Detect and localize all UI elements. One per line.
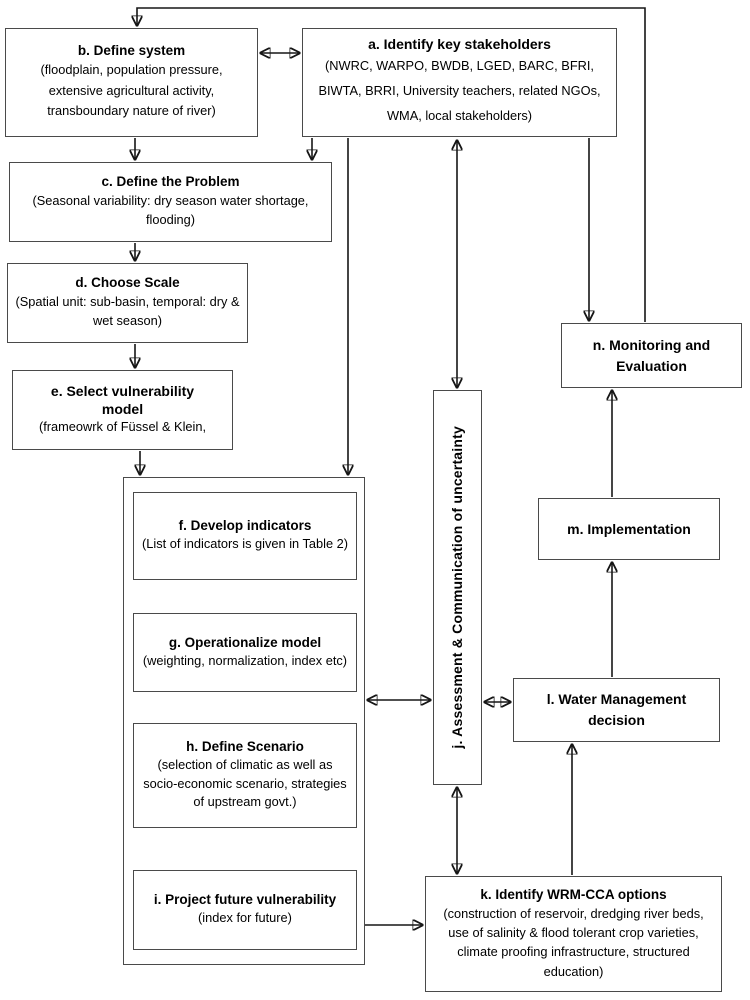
box-define-scenario: h. Define Scenario (selection of climati… [133,723,357,828]
box-choose-scale-title: d. Choose Scale [75,274,180,290]
box-operationalize-model: g. Operationalize model (weighting, norm… [133,613,357,692]
box-water-management-decision-title: l. Water Management decision [546,691,687,728]
box-select-vulnerability-model: e. Select vulnerability model (frameowrk… [12,370,233,450]
box-project-future-vulnerability: i. Project future vulnerability (index f… [133,870,357,950]
box-choose-scale: d. Choose Scale (Spatial unit: sub-basin… [7,263,248,343]
box-identify-wrm-cca-options: k. Identify WRM-CCA options (constructio… [425,876,722,992]
box-operationalize-model-body: (weighting, normalization, index etc) [142,652,348,668]
box-identify-stakeholders: a. Identify key stakeholders (NWRC, WARP… [302,28,617,137]
box-monitoring-evaluation-title: n. Monitoring and Evaluation [592,336,711,374]
box-develop-indicators-body: (List of indicators is given in Table 2) [141,536,349,552]
box-define-system-title: b. Define system [77,43,186,59]
box-uncertainty-assessment: j. Assessment & Communication of uncerta… [433,390,482,785]
box-identify-wrm-cca-options-title: k. Identify WRM-CCA options [480,887,667,903]
box-select-vulnerability-model-body: (frameowrk of Füssel & Klein, [38,419,207,435]
box-implementation: m. Implementation [538,498,720,560]
box-define-problem-body: (Seasonal variability: dry season water … [32,192,309,228]
box-define-scenario-body: (selection of climatic as well as socio-… [143,757,347,810]
box-project-future-vulnerability-title: i. Project future vulnerability [153,892,337,908]
box-water-management-decision: l. Water Management decision [513,678,720,742]
box-identify-wrm-cca-options-body: (construction of reservoir, dredging riv… [443,906,704,979]
box-identify-stakeholders-title: a. Identify key stakeholders [368,36,551,53]
box-implementation-title: m. Implementation [567,520,691,537]
box-develop-indicators-title: f. Develop indicators [178,518,312,534]
box-define-scenario-title: h. Define Scenario [186,739,304,755]
box-project-future-vulnerability-body: (index for future) [198,910,292,926]
box-choose-scale-body: (Spatial unit: sub-basin, temporal: dry … [15,293,240,329]
box-develop-indicators: f. Develop indicators (List of indicator… [133,492,357,580]
box-define-system: b. Define system (floodplain, population… [5,28,258,137]
box-uncertainty-assessment-title: j. Assessment & Communication of uncerta… [448,426,465,749]
box-monitoring-evaluation: n. Monitoring and Evaluation [561,323,742,388]
box-define-system-body: (floodplain, population pressure, extens… [40,62,223,119]
box-operationalize-model-title: g. Operationalize model [168,634,322,650]
box-define-problem: c. Define the Problem (Seasonal variabil… [9,162,332,242]
box-identify-stakeholders-body: (NWRC, WARPO, BWDB, LGED, BARC, BFRI, BI… [318,57,601,123]
arrow-n-to-b-feedback [137,7,646,322]
box-define-problem-title: c. Define the Problem [101,173,240,189]
box-select-vulnerability-model-title: e. Select vulnerability model [50,383,195,417]
